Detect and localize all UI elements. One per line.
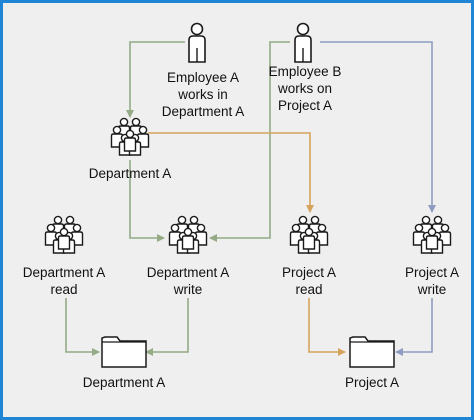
employee-a-label-line-1: Employee A [167,70,239,85]
connector-department-a-to-project-read [148,132,314,213]
folder-icon [101,336,147,368]
project-a-read-label-line-2: read [295,282,322,297]
person-icon [294,22,312,63]
connector-employee-a-to-department-a [126,41,185,118]
connector-employee-b-to-project-write [320,41,436,213]
project-a-folder-node[interactable]: Project A [345,336,399,390]
connector-dept-write-to-folder [145,298,189,356]
department-a-write-group-node[interactable]: Department A write [147,216,230,297]
department-a-folder-label: Department A [83,375,166,390]
project-a-folder-label: Project A [345,375,399,390]
department-a-read-label-line-1: Department A [23,265,106,280]
department-a-read-label-line-2: read [50,282,77,297]
connector-department-a-to-write [129,160,165,242]
project-a-read-group-node[interactable]: Project A read [282,216,336,297]
employee-b-label-line-3: Project A [278,98,332,113]
department-a-folder-node[interactable]: Department A [83,336,166,390]
department-a-read-group-node[interactable]: Department A read [23,216,106,297]
employee-a-label-line-2: works in [177,87,228,102]
employee-b-label-line-1: Employee B [269,64,342,79]
project-a-read-label-line-1: Project A [282,265,336,280]
department-a-group-node[interactable]: Department A [89,118,172,181]
department-a-write-label-line-1: Department A [147,265,230,280]
employee-b-label-line-2: works on [277,81,332,96]
project-a-write-group-node[interactable]: Project A write [405,216,459,297]
connector-employee-b-to-department-write [209,41,290,242]
person-icon [188,22,206,63]
connector-project-write-to-folder [395,298,433,356]
connector-project-read-to-folder [308,298,346,356]
project-a-write-label-line-2: write [417,282,447,297]
connector-dept-read-to-folder [65,298,100,356]
connectors [65,41,436,356]
department-a-group-label: Department A [89,166,172,181]
folder-icon [349,336,395,368]
employee-a-label-line-3: Department A [162,104,245,119]
department-a-write-label-line-2: write [173,282,203,297]
employee-a-node[interactable]: Employee A works in Department A [162,22,245,120]
employee-b-node[interactable]: Employee B works on Project A [269,22,342,114]
project-a-write-label-line-1: Project A [405,265,459,280]
